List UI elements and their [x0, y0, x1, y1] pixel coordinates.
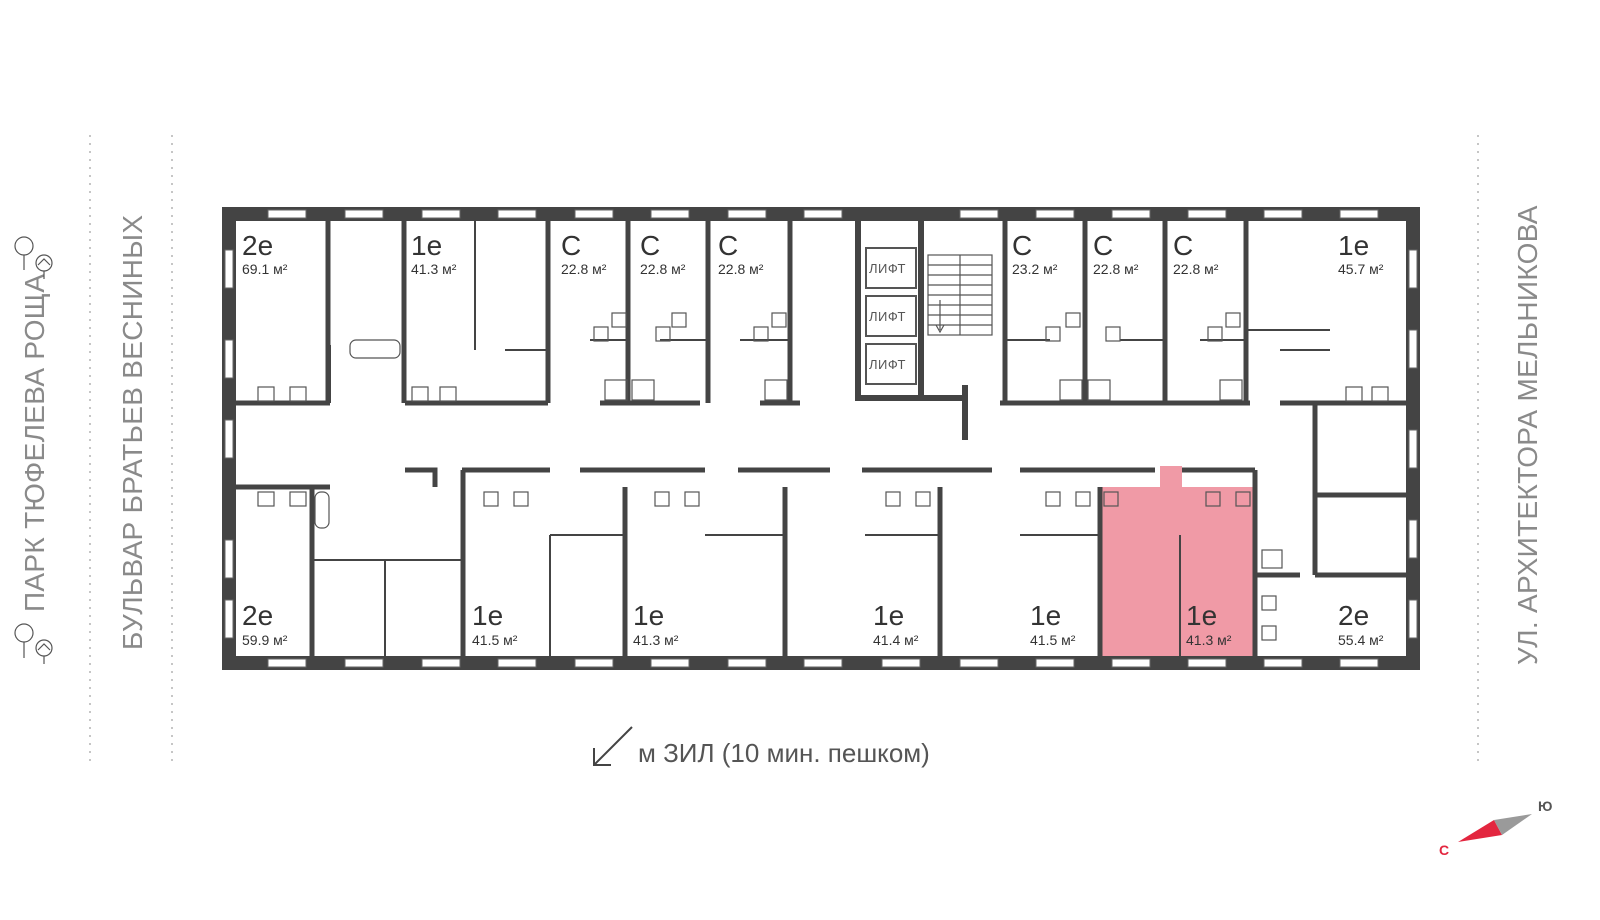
apartment-type: С: [1173, 230, 1193, 261]
apartment-area: 22.8 м²: [561, 261, 607, 277]
lift-label: ЛИФТ: [869, 357, 906, 372]
lift-label: ЛИФТ: [869, 309, 906, 324]
apartment-area: 41.3 м²: [411, 261, 457, 277]
apartment-area: 41.3 м²: [633, 632, 679, 648]
lift-2: [865, 295, 917, 337]
apartment-area: 59.9 м²: [242, 632, 288, 648]
apartment-type: С: [1093, 230, 1113, 261]
windows: [224, 209, 1418, 668]
apartment-type: С: [640, 230, 660, 261]
compass-icon: [1458, 814, 1532, 842]
apartment-type: 1е: [1338, 230, 1369, 261]
apartment-type: С: [718, 230, 738, 261]
apartment-area: 41.3 м²: [1186, 632, 1232, 648]
street-label-street: УЛ. АРХИТЕКТОРА МЕЛЬНИКОВА: [1512, 205, 1543, 665]
apartment-type: 1е: [472, 600, 503, 631]
apartment-type: 1е: [873, 600, 904, 631]
lift-1: [865, 247, 917, 289]
arrow-down-left-icon: [593, 726, 633, 766]
lift-3: [865, 343, 917, 385]
apartment-area: 22.8 м²: [1093, 261, 1139, 277]
apartment-area: 22.8 м²: [640, 261, 686, 277]
apartment-type: 1е: [1186, 600, 1217, 631]
stairs: [927, 254, 993, 336]
compass-north-label: С: [1439, 842, 1449, 858]
apartment-area: 22.8 м²: [718, 261, 764, 277]
fixtures: [257, 312, 1389, 641]
apartment-area: 41.4 м²: [873, 632, 919, 648]
apartment-area: 45.7 м²: [1338, 261, 1384, 277]
apartment-type: 2е: [1338, 600, 1369, 631]
apartment-area: 41.5 м²: [472, 632, 518, 648]
apartment-type: 1е: [411, 230, 442, 261]
tree-icon: [14, 236, 53, 279]
core: [855, 221, 993, 440]
apartment-area: 55.4 м²: [1338, 632, 1384, 648]
tree-icon: [14, 623, 53, 664]
apartment-type: 2е: [242, 230, 273, 261]
apartment-type: С: [1012, 230, 1032, 261]
apartment-area: 23.2 м²: [1012, 261, 1058, 277]
partitions: [236, 221, 1330, 656]
apartment-area: 22.8 м²: [1173, 261, 1219, 277]
apartment-type: 1е: [633, 600, 664, 631]
highlighted-apartment[interactable]: [1102, 466, 1255, 657]
lift-label: ЛИФТ: [869, 261, 906, 276]
apartment-type: 2е: [242, 600, 273, 631]
street-label-boulevard: БУЛЬВАР БРАТЬЕВ ВЕСНИНЫХ: [117, 215, 148, 650]
apartment-labels-bottom: 2е 59.9 м² 1е 41.5 м² 1е 41.3 м² 1е 41.4…: [242, 600, 1384, 648]
street-label-park: ПАРК ТЮФЕЛЕВА РОЩА: [19, 274, 50, 612]
metro-label: м ЗИЛ (10 мин. пешком): [638, 738, 930, 768]
apartment-area: 69.1 м²: [242, 261, 288, 277]
apartment-area: 41.5 м²: [1030, 632, 1076, 648]
compass-south-label: Ю: [1538, 798, 1552, 814]
apartment-labels-top: 2е 69.1 м² 1е 41.3 м² С 22.8 м² С 22.8 м…: [242, 230, 1384, 277]
apartment-type: С: [561, 230, 581, 261]
apartment-type: 1е: [1030, 600, 1061, 631]
